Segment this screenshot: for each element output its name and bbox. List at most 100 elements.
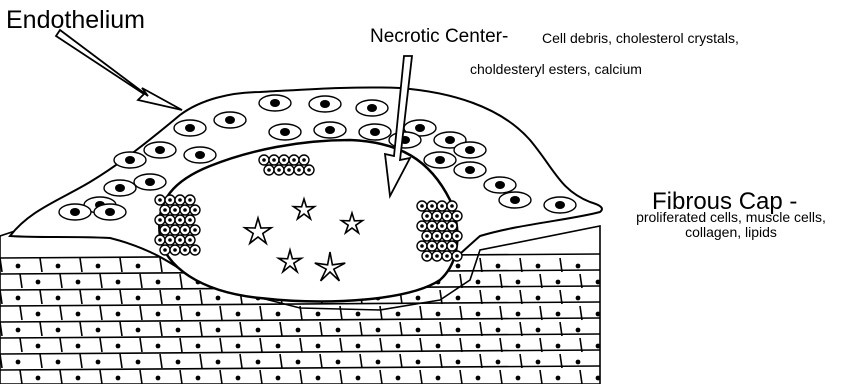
foam-cell-nucleus — [435, 234, 439, 238]
foam-cell-nucleus — [430, 204, 434, 208]
wall-cell-nucleus — [76, 344, 81, 349]
wall-cell-nucleus — [156, 376, 161, 381]
wall-cell-nucleus — [316, 312, 321, 317]
foam-cell-nucleus — [435, 214, 439, 218]
fibrous-cap-desc: proliferated cells, muscle cells, collag… — [620, 210, 842, 239]
wall-cell-nucleus — [416, 296, 421, 301]
wall-cell-nucleus — [376, 360, 381, 365]
cap-cell-nucleus — [495, 181, 505, 189]
wall-cell-nucleus — [216, 360, 221, 365]
necrotic-center-desc-line2: choldesteryl esters, calcium — [470, 62, 642, 76]
wall-cell-nucleus — [536, 264, 541, 269]
foam-cell-nucleus — [455, 254, 459, 258]
foam-cell-nucleus — [297, 168, 301, 172]
foam-cell-nucleus — [445, 254, 449, 258]
foam-cell-nucleus — [188, 238, 192, 242]
wall-cell-nucleus — [296, 328, 301, 333]
foam-cell-nucleus — [302, 158, 306, 162]
wall-cell-nucleus — [356, 376, 361, 381]
wall-cell-nucleus — [376, 328, 381, 333]
foam-cell-nucleus — [435, 254, 439, 258]
foam-cell-nucleus — [430, 224, 434, 228]
foam-cell-nucleus — [440, 224, 444, 228]
wall-cell-nucleus — [336, 360, 341, 365]
wall-cell-nucleus — [396, 376, 401, 381]
foam-cell-nucleus — [425, 234, 429, 238]
wall-cell-nucleus — [276, 376, 281, 381]
wall-cell-nucleus — [576, 264, 581, 269]
wall-cell-nucleus — [16, 360, 21, 365]
cap-cell-nucleus — [225, 116, 235, 124]
foam-cell-nucleus — [193, 208, 197, 212]
wall-cell-nucleus — [516, 312, 521, 317]
wall-cell-nucleus — [516, 280, 521, 285]
endothelium-label: Endothelium — [6, 8, 145, 33]
wall-cell-nucleus — [216, 328, 221, 333]
cap-cell-nucleus — [320, 100, 330, 108]
foam-cell-nucleus — [178, 218, 182, 222]
wall-cell-nucleus — [476, 312, 481, 317]
foam-cell-nucleus — [163, 248, 167, 252]
wall-cell-nucleus — [156, 344, 161, 349]
wall-cell-nucleus — [596, 344, 601, 349]
cap-cell-nucleus — [445, 136, 455, 144]
wall-cell-nucleus — [456, 328, 461, 333]
necrotic-center-desc-line1: Cell debris, cholesterol crystals, — [542, 31, 739, 45]
wall-cell-nucleus — [216, 296, 221, 301]
wall-cell-nucleus — [176, 296, 181, 301]
cap-cell-nucleus — [115, 184, 125, 192]
cap-cell-nucleus — [155, 146, 165, 154]
wall-cell-nucleus — [256, 360, 261, 365]
foam-cell-nucleus — [440, 204, 444, 208]
foam-cell-nucleus — [445, 214, 449, 218]
foam-cell-nucleus — [158, 218, 162, 222]
cap-cell-nucleus — [125, 156, 135, 164]
endothelium-arrow — [56, 30, 182, 110]
wall-cell-nucleus — [596, 376, 601, 381]
wall-cell-nucleus — [396, 344, 401, 349]
wall-cell-nucleus — [396, 312, 401, 317]
foam-cell-nucleus — [163, 228, 167, 232]
foam-cell-nucleus — [262, 158, 266, 162]
foam-cell-nucleus — [440, 244, 444, 248]
wall-cell-nucleus — [536, 328, 541, 333]
wall-cell-nucleus — [556, 312, 561, 317]
cap-cell-nucleus — [435, 156, 445, 164]
wall-cell-nucleus — [36, 312, 41, 317]
wall-cell-nucleus — [276, 344, 281, 349]
wall-cell-nucleus — [576, 328, 581, 333]
wall-cell-nucleus — [176, 360, 181, 365]
wall-cell-nucleus — [256, 328, 261, 333]
foam-cell-nucleus — [292, 158, 296, 162]
wall-cell-nucleus — [476, 280, 481, 285]
foam-cell-nucleus — [445, 234, 449, 238]
wall-cell-nucleus — [196, 376, 201, 381]
foam-cell-nucleus — [425, 254, 429, 258]
foam-cell-nucleus — [282, 158, 286, 162]
wall-cell-nucleus — [156, 280, 161, 285]
wall-cell-nucleus — [276, 312, 281, 317]
wall-cell-nucleus — [136, 296, 141, 301]
cap-cell-nucleus — [270, 99, 280, 107]
wall-cell-nucleus — [456, 296, 461, 301]
foam-cell-nucleus — [450, 244, 454, 248]
wall-cell-nucleus — [416, 328, 421, 333]
wall-cell-nucleus — [176, 328, 181, 333]
foam-cell-nucleus — [420, 244, 424, 248]
foam-cell-nucleus — [178, 238, 182, 242]
wall-cell-nucleus — [496, 296, 501, 301]
wall-cell-nucleus — [36, 376, 41, 381]
cap-cell-nucleus — [555, 201, 565, 209]
necrotic-center-title: Necrotic Center- — [370, 27, 508, 46]
cap-cell-nucleus — [195, 151, 205, 159]
foam-cell-nucleus — [193, 248, 197, 252]
foam-cell-nucleus — [420, 204, 424, 208]
wall-cell-nucleus — [556, 280, 561, 285]
foam-cell-nucleus — [277, 168, 281, 172]
wall-cell-nucleus — [516, 376, 521, 381]
wall-cell-nucleus — [76, 280, 81, 285]
wall-cell-nucleus — [36, 344, 41, 349]
wall-cell-nucleus — [196, 344, 201, 349]
wall-cell-nucleus — [96, 360, 101, 365]
